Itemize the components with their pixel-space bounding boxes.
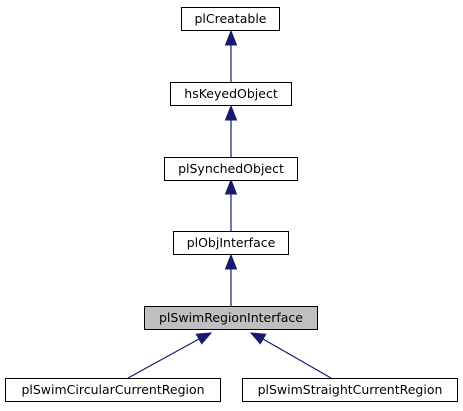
node-label-plcreatable: plCreatable <box>194 11 266 26</box>
edge-plsynchedobject-to-hskeyedobject <box>224 104 238 157</box>
node-hskeyedobject[interactable]: hsKeyedObject <box>170 82 292 106</box>
node-plsynchedobject[interactable]: plSynchedObject <box>164 157 298 181</box>
node-plswimstraightcurrentregion[interactable]: plSwimStraightCurrentRegion <box>242 378 458 402</box>
edge-plobjinterface-to-plsynchedobject <box>224 178 238 231</box>
node-plobjinterface[interactable]: plObjInterface <box>173 231 289 255</box>
edge-hskeyedobject-to-plcreatable <box>224 29 238 82</box>
node-label-plswimstraightcurrentregion: plSwimStraightCurrentRegion <box>258 382 443 397</box>
node-label-plswimregioninterface: plSwimRegionInterface <box>159 310 303 325</box>
edge-plswimstraightcurrentregion-to-plswimregioninterface <box>249 332 332 379</box>
node-plswimcircularcurrentregion[interactable]: plSwimCircularCurrentRegion <box>5 378 221 402</box>
edges <box>127 29 332 379</box>
node-label-plsynchedobject: plSynchedObject <box>178 161 284 176</box>
node-plswimregioninterface[interactable]: plSwimRegionInterface <box>144 306 318 330</box>
node-label-plswimcircularcurrentregion: plSwimCircularCurrentRegion <box>21 382 204 397</box>
edge-plswimregioninterface-to-plobjinterface <box>224 253 238 306</box>
node-plcreatable[interactable]: plCreatable <box>181 7 280 31</box>
edge-plswimcircularcurrentregion-to-plswimregioninterface <box>127 332 213 379</box>
node-label-hskeyedobject: hsKeyedObject <box>184 86 278 101</box>
node-label-plobjinterface: plObjInterface <box>187 235 276 250</box>
